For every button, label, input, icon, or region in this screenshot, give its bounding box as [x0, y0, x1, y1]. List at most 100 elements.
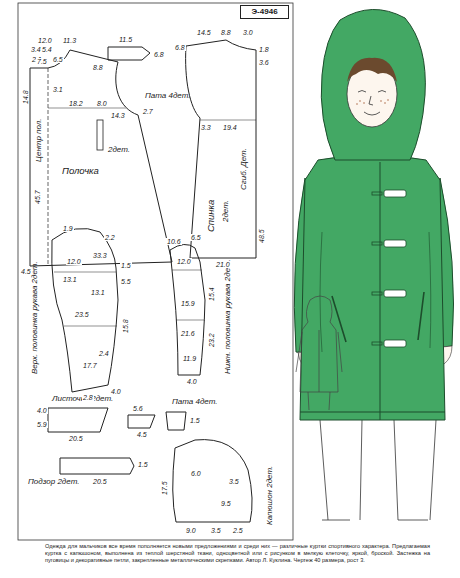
dimension-label: 3.3 [200, 124, 212, 131]
dimension-label: 6.5 [52, 56, 64, 63]
dimension-label: 19.4 [222, 124, 238, 131]
dimension-label: 1.5 [137, 461, 149, 468]
boy-figure [294, 9, 453, 520]
piece-label: 2дет. [222, 200, 230, 222]
caption-text: Одежда для мальчиков все время пополняет… [45, 543, 430, 565]
dimension-label: 3.0 [242, 29, 254, 36]
dimension-label: 4.0 [36, 407, 48, 414]
small-piece [128, 415, 155, 428]
dimension-label: 14.5 [196, 29, 212, 36]
piece-label: Нижн. половинка рукава 2дет. [224, 259, 232, 374]
dimension-label: 12.0 [176, 258, 192, 265]
dimension-label: 8.8 [92, 64, 104, 71]
dimension-label: 5.5 [120, 278, 132, 285]
face [347, 58, 397, 127]
dimension-label: 45.7 [34, 189, 41, 205]
guide-lines [172, 270, 205, 320]
dimension-label: 1.9 [62, 225, 74, 232]
dimension-label: 14.8 [22, 89, 29, 105]
dimension-label: 10.6 [166, 238, 182, 245]
dimension-label: 6.5 [190, 234, 202, 241]
catalog-number-box: Э-4946 [240, 5, 289, 19]
dimension-label: 20.5 [92, 478, 108, 485]
dimension-label: 14.3 [110, 112, 126, 119]
outline [60, 458, 134, 474]
piece-label: Спинка [206, 200, 216, 232]
dimension-label: 12.0 [37, 37, 53, 44]
tab-piece: Пата 4дет. [160, 396, 220, 432]
dimension-label: 3.5 [228, 478, 240, 485]
back-view-figure [296, 296, 342, 410]
dimension-label: 4.0 [186, 378, 198, 385]
outline [186, 40, 256, 258]
dimension-label: 11.3 [62, 37, 77, 44]
piece-label: Сгиб. Дет. [240, 148, 248, 190]
dimension-label: 9.0 [185, 527, 197, 534]
dimension-label: 33.3 [92, 252, 108, 259]
dimension-label: 11.9 [182, 355, 197, 362]
dimension-label: 17.5 [161, 480, 168, 496]
guide-lines [48, 68, 126, 266]
dimension-label: 23.2 [208, 332, 215, 348]
dimension-label: 2.4 [98, 350, 110, 357]
dimension-label: 4.0 [110, 388, 122, 395]
hood-piece: Капюшон 2дет. [160, 434, 290, 534]
dimension-label: 8.8 [220, 29, 232, 36]
outline [52, 228, 118, 392]
dimension-label: 1.5 [189, 417, 201, 424]
dimension-label: 2.7 [142, 108, 154, 115]
dimension-label: 3.6 [258, 59, 270, 66]
dimension-label: 15.4 [208, 286, 215, 302]
piece-label: Подзор 2дет. [28, 478, 79, 486]
outline [170, 244, 205, 375]
outline [173, 440, 252, 522]
outline [166, 412, 186, 430]
dimension-label: 5.4 [41, 46, 53, 53]
dimension-label: 21.0 [215, 261, 231, 268]
dimension-label: 6.8 [153, 51, 165, 58]
dimension-label: 2.5 [232, 527, 244, 534]
piece-label: Э-4946 [241, 6, 288, 17]
dimension-label: 6.0 [190, 470, 202, 477]
dimension-label: 4.5 [20, 268, 32, 275]
outline [108, 47, 150, 60]
dimension-label: 20.5 [68, 435, 84, 442]
dimension-label: 15.8 [122, 318, 129, 334]
dimension-label: 4.5 [136, 431, 148, 438]
dimension-label: 2.8 [82, 394, 94, 401]
piece-label: Капюшон 2дет. [266, 466, 274, 525]
dimension-label: 5.9 [36, 421, 48, 428]
dimension-label: 1.8 [258, 46, 270, 53]
dimension-label: 3.5 [210, 527, 222, 534]
dimension-label: 2.2 [104, 234, 116, 241]
dimension-label: 5.6 [132, 405, 144, 412]
dimension-label: 12.0 [66, 258, 82, 265]
dimension-label: 21.6 [180, 330, 196, 337]
dimension-label: 15.9 [180, 300, 196, 307]
dimension-label: 11.5 [118, 36, 133, 43]
guide-lines [54, 272, 117, 326]
dimension-label: 17.7 [82, 362, 98, 369]
dimension-label: 48.5 [258, 228, 265, 244]
tab-piece: Пата 4дет. [106, 44, 193, 108]
piece-label: Центр пол. [35, 119, 43, 163]
facing-piece: Подзор 2дет. [26, 455, 142, 491]
dimension-label: 1.5 [120, 262, 132, 269]
piece-label: Пата 4дет. [172, 398, 218, 406]
piece-label: Полочка [62, 166, 99, 176]
guide-lines [200, 120, 256, 121]
dimension-label: 3.1 [52, 86, 64, 93]
dimension-label: 6.8 [174, 44, 186, 51]
toggle-fasteners [372, 190, 406, 347]
dimension-label: 7.5 [36, 58, 48, 65]
piece-label: Верх. половинка рукава 2дет. [31, 261, 39, 374]
frame [18, 3, 293, 540]
piece-label: 2дет. [108, 146, 130, 154]
dimension-label: 13.1 [90, 289, 106, 296]
welt-piece: Листочка 2дет. [36, 392, 116, 436]
dimension-label: 9.5 [220, 500, 232, 507]
dimension-label: 8.0 [96, 100, 108, 107]
dimension-label: 3.4 [30, 46, 42, 53]
dimension-label: 23.5 [74, 311, 90, 318]
